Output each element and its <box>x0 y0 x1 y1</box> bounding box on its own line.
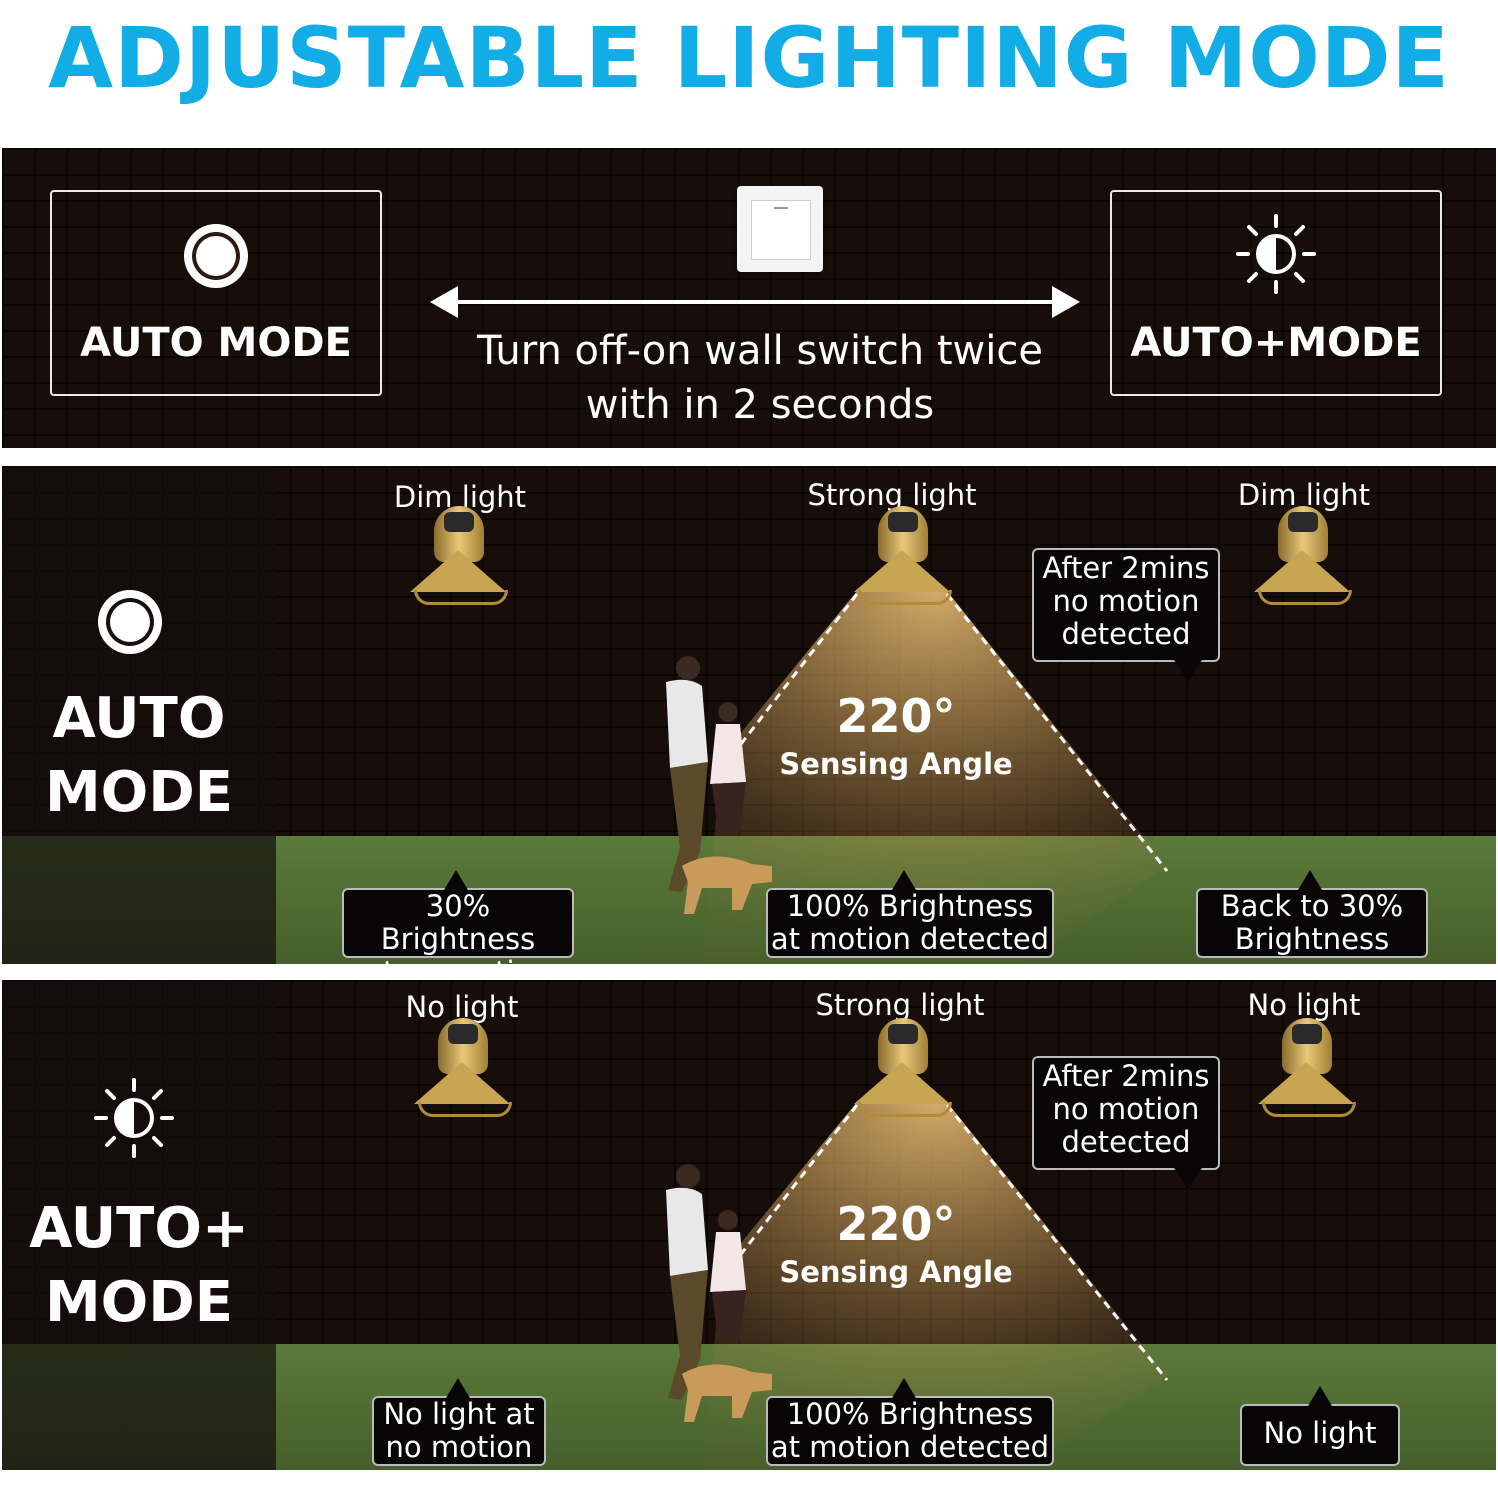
lamp-right-icon <box>1254 506 1352 606</box>
light-beam <box>702 591 1169 964</box>
callout-tip <box>1174 1168 1202 1190</box>
note-tip <box>446 1378 470 1398</box>
note-text: No light <box>1263 1416 1377 1450</box>
timeout-line-2: no motion <box>1052 584 1200 618</box>
half-sun-icon <box>1236 214 1316 294</box>
note-tip <box>892 870 916 890</box>
timeout-line-2: no motion <box>1052 1092 1200 1126</box>
left-brightness-note: 30% Brightness at no motion <box>342 870 574 964</box>
auto-plus-mode-label: AUTO+MODE <box>1130 320 1422 366</box>
note-tip <box>892 1378 916 1398</box>
walking-family-figure <box>666 656 772 914</box>
sensing-angle: 220° Sensing Angle <box>736 1196 1056 1292</box>
lamp-left-icon <box>414 1018 512 1118</box>
timeout-line-1: After 2mins <box>1042 551 1210 585</box>
ring-circle-icon <box>98 590 162 654</box>
mode-sidebar <box>2 466 276 964</box>
instruction-line-1: Turn off-on wall switch twice <box>477 328 1043 374</box>
title-line-2: MODE <box>44 1270 234 1335</box>
title-line-2: MODE <box>44 760 234 825</box>
wall-switch-icon <box>737 186 823 272</box>
auto-plus-mode-panel: AUTO+ MODE No light Strong light No ligh… <box>2 980 1496 1470</box>
angle-value: 220° <box>836 1197 956 1251</box>
ring-circle-icon <box>184 224 248 288</box>
auto-mode-box: AUTO MODE <box>50 190 382 396</box>
callout-tip <box>1174 660 1202 682</box>
timeout-line-3: detected <box>1061 617 1191 651</box>
lamp-center-label: Strong light <box>815 988 985 1022</box>
right-brightness-note: No light <box>1240 1386 1400 1466</box>
light-beam <box>702 1102 1169 1470</box>
center-brightness-note: 100% Brightness at motion detected <box>766 1378 1054 1466</box>
note-tip <box>444 870 468 890</box>
instruction-line-2: with in 2 seconds <box>585 382 935 428</box>
timeout-callout: After 2mins no motion detected <box>1032 548 1220 682</box>
note-line-1: 100% Brightness <box>786 1397 1034 1431</box>
note-line-2: at motion detected <box>770 1430 1050 1464</box>
right-brightness-note: Back to 30% Brightness <box>1196 870 1428 958</box>
switch-instruction: Turn off-on wall switch twice with in 2 … <box>402 324 1118 432</box>
page-title: ADJUSTABLE LIGHTING MODE <box>48 9 1450 107</box>
arrow-line <box>452 300 1058 304</box>
timeout-line-3: detected <box>1061 1125 1191 1159</box>
auto-mode-label: AUTO MODE <box>80 320 352 366</box>
left-brightness-note: No light at no motion <box>372 1378 546 1466</box>
sensing-angle: 220° Sensing Angle <box>736 688 1056 784</box>
auto-mode-title: AUTO MODE <box>2 682 276 830</box>
walking-family-figure <box>666 1164 772 1422</box>
note-line-2: at no motion <box>344 956 572 965</box>
auto-mode-panel: AUTO MODE Dim light Strong light Dim lig… <box>2 466 1496 964</box>
switch-rocker <box>751 200 811 260</box>
timeout-callout: After 2mins no motion detected <box>1032 1056 1220 1190</box>
lamp-center-icon <box>854 1018 952 1118</box>
auto-plus-mode-title: AUTO+ MODE <box>2 1192 276 1340</box>
lamp-center-icon <box>854 506 952 606</box>
lamp-center-label: Strong light <box>807 478 977 512</box>
lamp-right-label: No light <box>1247 988 1361 1022</box>
angle-label: Sensing Angle <box>779 747 1013 781</box>
title-line-1: AUTO <box>52 686 226 751</box>
center-brightness-note: 100% Brightness at motion detected <box>766 870 1054 958</box>
note-line-2: at motion detected <box>770 922 1050 956</box>
note-line-1: Back to 30% <box>1220 889 1404 923</box>
arrow-right-icon <box>1052 286 1080 318</box>
note-line-1: 30% Brightness <box>380 889 536 956</box>
note-tip <box>1308 1386 1332 1406</box>
angle-label: Sensing Angle <box>779 1255 1013 1289</box>
note-line-2: no motion <box>385 1430 533 1464</box>
note-tip <box>1298 870 1322 890</box>
switch-panel: AUTO MODE Turn off-on wall switch twice … <box>2 148 1496 448</box>
note-line-1: No light at <box>383 1397 535 1431</box>
title-line-1: AUTO+ <box>29 1196 249 1261</box>
mode-sidebar <box>2 980 276 1470</box>
timeout-line-1: After 2mins <box>1042 1059 1210 1093</box>
angle-value: 220° <box>836 689 956 743</box>
lamp-right-icon <box>1258 1018 1356 1118</box>
lamp-left-icon <box>410 506 508 606</box>
half-sun-icon <box>94 1078 174 1158</box>
note-line-1: 100% Brightness <box>786 889 1034 923</box>
note-line-2: Brightness <box>1234 922 1390 956</box>
auto-plus-mode-box: AUTO+MODE <box>1110 190 1442 396</box>
